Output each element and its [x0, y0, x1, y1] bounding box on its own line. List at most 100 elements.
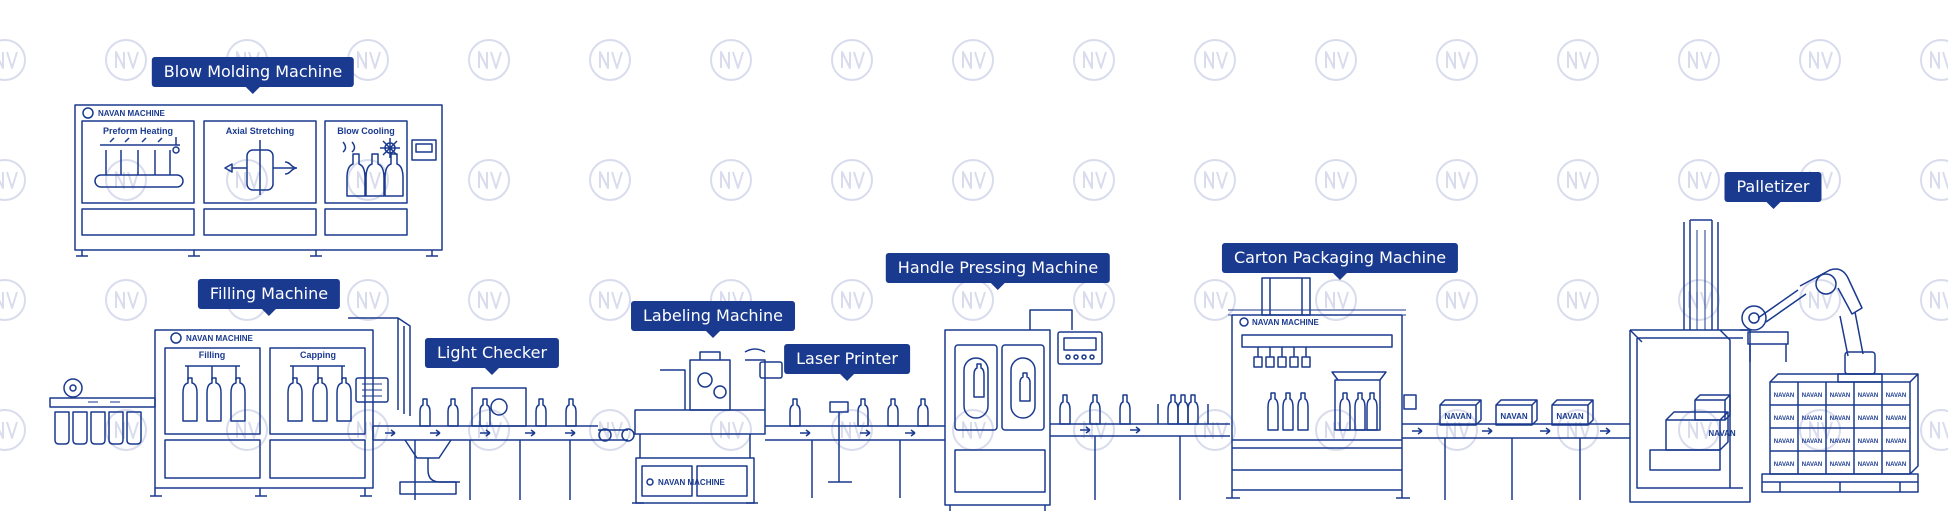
watermark-logo-icon [347, 279, 389, 321]
watermark-logo-icon [1073, 279, 1115, 321]
watermark-logo-icon [1799, 39, 1841, 81]
watermark-logo-icon [720, 171, 744, 189]
carton-label: NAVAN [1802, 439, 1822, 445]
blow-molding-machine-drawing: NAVAN MACHINE Preform Heating Axial Stre… [74, 104, 443, 257]
watermark-logo-icon [1799, 279, 1841, 321]
watermark-logo-icon [1446, 171, 1470, 189]
watermark-logo-icon [1567, 171, 1591, 189]
watermark-logo-icon [710, 159, 752, 201]
watermark-logo-icon [1557, 159, 1599, 201]
main-conveyor-drawing [372, 387, 598, 500]
carton-label: NAVAN [1802, 416, 1822, 422]
watermark-logo-icon [0, 51, 18, 69]
watermark-logo-icon [1557, 409, 1599, 451]
watermark-logo-icon [357, 421, 381, 439]
watermark-logo-icon [115, 171, 139, 189]
watermark-logo-icon [1083, 51, 1107, 69]
watermark-logo-icon [0, 291, 18, 309]
watermark-logo-icon [0, 171, 18, 189]
palletizer-drawing: NAVAN [1629, 219, 1919, 503]
watermark-logo-icon [952, 39, 994, 81]
watermark-logo-icon [1315, 279, 1357, 321]
watermark-logo-icon [1920, 159, 1948, 201]
watermark-logo-icon [478, 51, 502, 69]
watermark-logo-icon [347, 39, 389, 81]
carton-label: NAVAN [1802, 393, 1822, 399]
watermark-logo-icon [1436, 39, 1478, 81]
station-label-light-checker: Light Checker [424, 338, 560, 375]
carton-label: NAVAN [1774, 416, 1794, 422]
watermark-logo-icon [1920, 39, 1948, 81]
watermark-logo-icon [105, 279, 147, 321]
watermark-logo-icon [357, 171, 381, 189]
watermark-logo-icon [105, 159, 147, 201]
station-label-labeling-machine: Labeling Machine [631, 301, 795, 338]
watermark-logo-icon [1557, 279, 1599, 321]
brand-logo-icon [1239, 317, 1249, 327]
carton-label: NAVAN [1886, 393, 1906, 399]
watermark-logo-icon [589, 279, 631, 321]
carton-box [1551, 399, 1594, 426]
watermark-logo-icon [105, 39, 147, 81]
carton-label: NAVAN [1830, 439, 1850, 445]
watermark-logo-icon [841, 51, 865, 69]
watermark-logo-icon [0, 39, 26, 81]
watermark-logo-icon [1688, 171, 1712, 189]
station-label-blow-molding-machine: Blow Molding Machine [151, 57, 355, 94]
watermark-logo-icon [1930, 51, 1948, 69]
watermark-logo-icon [1194, 409, 1236, 451]
watermark-logo-icon [0, 279, 26, 321]
watermark-logo-icon [1688, 51, 1712, 69]
watermark-logo-icon [1688, 421, 1712, 439]
watermark-logo-icon [357, 51, 381, 69]
watermark-logo-icon [599, 51, 623, 69]
watermark-logo-icon [478, 171, 502, 189]
watermark-logo-icon [468, 39, 510, 81]
watermark-logo-icon [1315, 159, 1357, 201]
watermark-logo-icon [1073, 39, 1115, 81]
watermark-logo-icon [347, 409, 389, 451]
brand-name: NAVAN MACHINE [98, 109, 165, 118]
watermark-logo-icon [831, 159, 873, 201]
watermark-logo-icon [1567, 291, 1591, 309]
watermark-logo-icon [105, 409, 147, 451]
carton-label: NAVAN [1830, 393, 1850, 399]
carton-label: NAVAN [1556, 412, 1583, 421]
carton-box [1439, 399, 1482, 426]
watermark-logo-icon [831, 279, 873, 321]
carton-box [1495, 399, 1538, 426]
watermark-logo-icon [831, 409, 873, 451]
watermark-logo-icon [710, 39, 752, 81]
watermark-logo-icon [1194, 39, 1236, 81]
watermark-logo-icon [952, 279, 994, 321]
watermark-logo-icon [589, 159, 631, 201]
watermark-logo-icon [1920, 279, 1948, 321]
watermark-logo-icon [236, 421, 260, 439]
carton-label: NAVAN [1444, 412, 1471, 421]
watermark-logo-icon [1204, 421, 1228, 439]
watermark-logo-icon [1083, 171, 1107, 189]
watermark-logo-icon [1567, 51, 1591, 69]
watermark-logo-icon [1325, 291, 1349, 309]
watermark-logo-icon [1204, 51, 1228, 69]
watermark-logo-icon [468, 409, 510, 451]
brand-name: NAVAN MACHINE [658, 478, 725, 487]
carton-label: NAVAN [1886, 462, 1906, 468]
carton-packaging-machine-drawing: NAVAN MACHINE [1226, 277, 1417, 499]
station-label-handle-pressing-machine: Handle Pressing Machine [885, 253, 1111, 290]
watermark-logo-icon [1325, 51, 1349, 69]
watermark-logo-icon [589, 39, 631, 81]
carton-label: NAVAN [1830, 462, 1850, 468]
watermark-logo-icon [720, 51, 744, 69]
watermark-logo-icon [1809, 421, 1833, 439]
watermark-logo-icon [1678, 159, 1720, 201]
filling-machine-drawing: NAVAN MACHINE Filling Capping [150, 317, 411, 497]
watermark-logo-icon [1315, 39, 1357, 81]
watermark-logo-icon [1930, 171, 1948, 189]
watermark-logo-icon [468, 279, 510, 321]
watermark-logo-icon [1194, 279, 1236, 321]
brand-name: NAVAN MACHINE [1252, 318, 1319, 327]
watermark-logo-icon [226, 409, 268, 451]
